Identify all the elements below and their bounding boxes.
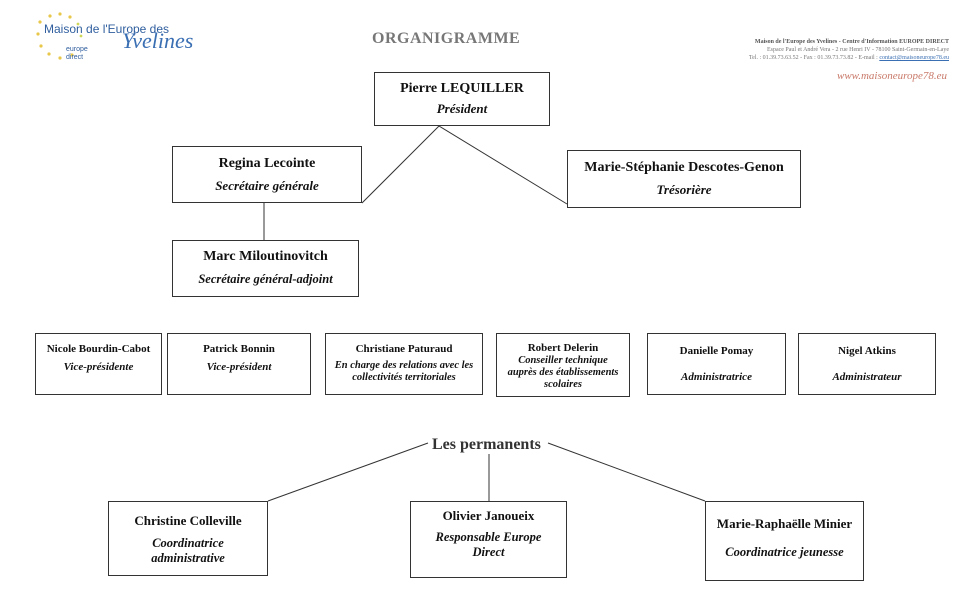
president-box: Pierre LEQUILLER Président — [374, 72, 550, 126]
logo-text-maison: Maison de l'Europe des — [44, 22, 170, 36]
member-box-atkins: Nigel Atkins Administrateur — [798, 333, 936, 395]
secretaire-adjoint-box: Marc Miloutinovitch Secrétaire général-a… — [172, 240, 359, 297]
member-name: Patrick Bonnin — [203, 343, 275, 355]
connector-president-secretaire — [361, 125, 440, 204]
logo-text-europe: europe — [66, 46, 88, 53]
tresoriere-box: Marie-Stéphanie Descotes-Genon Trésorièr… — [567, 150, 801, 208]
secretaire-box: Regina Lecointe Secrétaire générale — [172, 146, 362, 203]
secretaire-name: Regina Lecointe — [218, 156, 316, 171]
logo-text-europe-direct: europe direct — [66, 46, 88, 62]
eu-stars-icon — [36, 12, 83, 60]
secretaire-role: Secrétaire générale — [215, 178, 319, 193]
member-role: Conseiller technique auprès des établiss… — [507, 355, 619, 390]
staff-box-minier: Marie-Raphaëlle Minier Coordinatrice jeu… — [705, 501, 864, 581]
page-title: ORGANIGRAMME — [372, 30, 521, 47]
member-role: Administrateur — [832, 371, 902, 383]
member-role: Administratrice — [681, 371, 752, 383]
contact-header: Maison de l'Europe des Yvelines - Centre… — [679, 38, 949, 62]
president-name: Pierre LEQUILLER — [400, 81, 524, 96]
logo-text-yvelines: Yvelines — [122, 28, 194, 53]
connector-president-tresoriere — [438, 125, 568, 205]
logo-text-direct: direct — [66, 54, 84, 61]
tresoriere-role: Trésorière — [656, 182, 712, 197]
member-box-bourdin-cabot: Nicole Bourdin-Cabot Vice-présidente — [35, 333, 162, 395]
header-org-line: Maison de l'Europe des Yvelines - Centre… — [754, 39, 949, 45]
member-box-bonnin: Patrick Bonnin Vice-président — [167, 333, 311, 395]
staff-role: Responsable Europe Direct — [435, 530, 542, 559]
member-name: Nigel Atkins — [838, 345, 896, 357]
connector-permanents-left — [267, 442, 429, 502]
header-phone-line: Tel. : 01.39.73.63.52 - Fax : 01.39.73.7… — [679, 54, 949, 62]
permanents-label: Les permanents — [430, 436, 543, 454]
member-name: Nicole Bourdin-Cabot — [46, 343, 151, 355]
secretaire-adjoint-name: Marc Miloutinovitch — [203, 249, 328, 264]
staff-box-janoueix: Olivier Janoueix Responsable Europe Dire… — [410, 501, 567, 578]
connector-permanents-right — [547, 442, 706, 502]
member-box-paturaud: Christiane Paturaud En charge des relati… — [325, 333, 483, 395]
secretaire-adjoint-role: Secrétaire général-adjoint — [198, 272, 333, 286]
email-link[interactable]: contact@maisoneurope78.eu — [879, 55, 949, 61]
member-role: En charge des relations avec les collect… — [334, 360, 474, 383]
tresoriere-name: Marie-Stéphanie Descotes-Genon — [584, 160, 784, 175]
staff-role: Coordinatrice administrative — [151, 536, 225, 565]
staff-name: Olivier Janoueix — [442, 508, 535, 523]
member-name: Christiane Paturaud — [355, 343, 453, 355]
header-phone-text: Tel. : 01.39.73.63.52 - Fax : 01.39.73.7… — [748, 55, 878, 61]
member-box-delerin: Robert Delerin Conseiller technique aupr… — [496, 333, 630, 397]
member-role: Vice-présidente — [63, 361, 134, 373]
president-role: Président — [436, 101, 488, 116]
maison-europe-logo: Maison de l'Europe des Yvelines europe d… — [30, 8, 200, 68]
header-address-line: Espace Paul et André Vera - 2 rue Henri … — [766, 47, 949, 53]
member-box-pomay: Danielle Pomay Administratrice — [647, 333, 786, 395]
staff-box-colleville: Christine Colleville Coordinatrice admin… — [108, 501, 268, 576]
member-name: Danielle Pomay — [679, 345, 754, 357]
member-role: Vice-président — [206, 361, 272, 373]
staff-name: Christine Colleville — [134, 513, 242, 528]
member-name: Robert Delerin — [527, 342, 599, 354]
staff-role: Coordinatrice jeunesse — [725, 545, 844, 559]
website-link[interactable]: www.maisoneurope78.eu — [837, 70, 947, 82]
staff-name: Marie-Raphaëlle Minier — [716, 516, 853, 531]
